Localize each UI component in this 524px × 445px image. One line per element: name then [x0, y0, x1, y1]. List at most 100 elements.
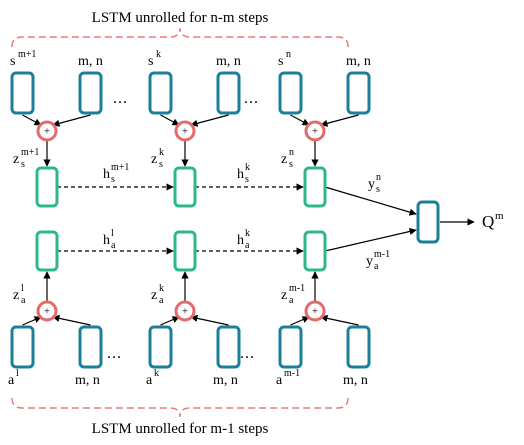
arrow-s-to-adder: [22, 114, 42, 126]
top-title: LSTM unrolled for n-m steps: [92, 10, 269, 26]
top-z-label-base: z: [13, 152, 19, 167]
bottom-z-label-superscript: m-1: [289, 283, 305, 294]
top-adder: +: [36, 120, 58, 142]
top-hidden-label-subscript: s: [111, 174, 115, 185]
arrow-top-to-output: [324, 186, 417, 216]
bottom-mn-label: m, n: [75, 373, 100, 388]
top-z-label-subscript: s: [21, 159, 25, 170]
top-z-label-base: z: [281, 152, 287, 167]
top-lstm-cell: [35, 166, 59, 208]
bottom-title: LSTM unrolled for m-1 steps: [92, 421, 269, 437]
top-hidden-label-superscript: k: [245, 162, 250, 173]
bottom-input-label-superscript: m-1: [284, 368, 300, 379]
arrow-s-to-adder: [290, 114, 310, 126]
bottom-z-label-base: z: [281, 288, 287, 303]
top-adder: +: [174, 120, 196, 142]
arrow-mn-to-adder: [52, 114, 91, 127]
arrow-mn-to-adder: [320, 314, 359, 326]
bottom-input-label-superscript: k: [154, 368, 159, 379]
bottom-z-label-base: z: [151, 288, 157, 303]
y-bottom-label-superscript: m-1: [374, 249, 390, 260]
arrow-a-to-adder: [290, 316, 310, 326]
bottom-mn-label: m, n: [213, 373, 238, 388]
bottom-hidden-label-superscript: l: [111, 228, 114, 239]
bottom-input-mn-box: [346, 325, 371, 369]
top-input-label-superscript: m+1: [18, 49, 36, 60]
bottom-hidden-label-base: h: [103, 233, 110, 248]
top-input-label-base: s: [148, 54, 153, 69]
bottom-input-a-box: [148, 325, 173, 369]
plus-symbol: +: [312, 126, 318, 138]
bottom-input-label-base: a: [276, 373, 283, 388]
bottom-adder: +: [304, 300, 326, 322]
top-z-label-subscript: s: [289, 159, 293, 170]
bottom-lstm-cell: [303, 230, 327, 272]
top-input-mn-box: [216, 71, 241, 115]
arrow-s-to-adder: [160, 114, 180, 126]
top-input-s-box: [10, 71, 35, 115]
bottom-z-label-subscript: a: [21, 295, 26, 306]
bottom-input-mn-box: [78, 325, 103, 369]
bottom-input-a-box: [10, 325, 35, 369]
bottom-lstm-cell: [173, 230, 197, 272]
top-z-label-superscript: k: [159, 147, 164, 158]
bottom-z-label-base: z: [13, 288, 19, 303]
top-z-label-subscript: s: [159, 159, 163, 170]
output-q-label-base: Q: [482, 212, 494, 231]
bottom-brace: [11, 397, 349, 418]
top-z-label-superscript: m+1: [21, 147, 39, 158]
plus-symbol: +: [312, 306, 318, 318]
plus-symbol: +: [182, 306, 188, 318]
top-hidden-label-superscript: m+1: [111, 162, 129, 173]
top-hidden-label-base: h: [237, 167, 244, 182]
bottom-z-label-superscript: l: [21, 283, 24, 294]
bottom-hidden-label-subscript: a: [111, 240, 116, 251]
arrow-a-to-adder: [160, 316, 180, 326]
bottom-input-label-base: a: [146, 373, 153, 388]
bottom-adder: +: [174, 300, 196, 322]
top-input-s-box: [278, 71, 303, 115]
bottom-adder: +: [36, 300, 58, 322]
plus-symbol: +: [182, 126, 188, 138]
top-input-label-base: s: [10, 54, 15, 69]
top-input-label-superscript: k: [156, 49, 161, 60]
top-input-label-base: s: [278, 54, 283, 69]
top-adder: +: [304, 120, 326, 142]
arrow-a-to-adder: [22, 316, 42, 326]
output-box: [416, 200, 440, 244]
top-brace: [11, 27, 349, 48]
top-mn-label: m, n: [346, 54, 371, 69]
bottom-input-label-superscript: l: [16, 368, 19, 379]
arrow-mn-to-adder: [190, 114, 229, 127]
arrow-mn-to-adder: [190, 314, 229, 326]
arrow-bottom-to-output: [324, 227, 417, 252]
bottom-hidden-label-subscript: a: [245, 240, 250, 251]
top-hidden-label-base: h: [103, 167, 110, 182]
bottom-input-mn-box: [216, 325, 241, 369]
top-input-mn-box: [78, 71, 103, 115]
top-input-s-box: [148, 71, 173, 115]
top-z-label-superscript: n: [289, 147, 294, 158]
plus-symbol: +: [44, 306, 50, 318]
arrow-mn-to-adder: [52, 314, 91, 326]
y-top-label-superscript: n: [376, 172, 381, 183]
top-z-label-base: z: [151, 152, 157, 167]
bottom-ellipsis-1: ...: [107, 345, 122, 362]
y-top-label-subscript: s: [376, 184, 380, 195]
bottom-lstm-cell: [35, 230, 59, 272]
